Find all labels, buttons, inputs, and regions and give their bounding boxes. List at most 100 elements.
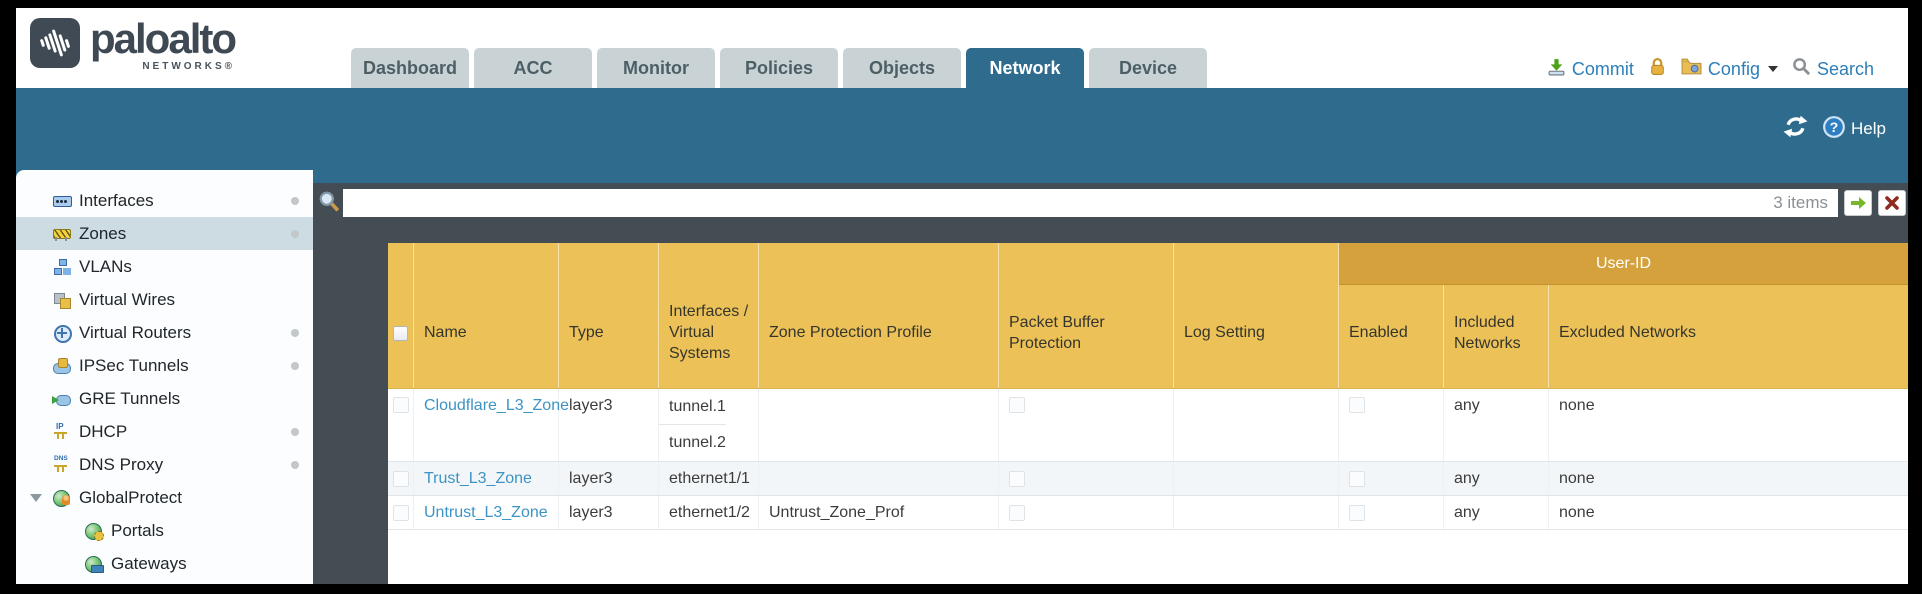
column-header-packet-buffer-protection[interactable]: Packet Buffer Protection [999,243,1174,388]
svg-text:?: ? [1830,119,1839,135]
log-setting [1174,462,1339,495]
tab-monitor[interactable]: Monitor [597,48,715,88]
sidebar-item-globalprotect[interactable]: GlobalProtect [16,481,313,514]
included-networks: any [1444,462,1549,495]
excluded-networks: none [1559,503,1595,521]
search-button[interactable]: Search [1792,57,1874,81]
status-dot [291,197,299,205]
ipsec-tunnels-icon [53,357,71,374]
zone-protection-profile: Untrust_Zone_Prof [759,496,999,529]
select-all-cell [388,243,414,388]
table-row: Cloudflare_L3_Zone layer3 tunnel.1 tunne… [388,389,1908,462]
sidebar-item-zones[interactable]: Zones [16,217,313,250]
row-checkbox[interactable] [392,470,409,487]
column-header-type[interactable]: Type [559,243,659,388]
interface-item: tunnel.1 [659,389,726,425]
item-count-label: 3 items [1773,193,1828,212]
included-networks: any [1444,496,1549,529]
content-pane: 3 items User-ID Name Type Interf [313,183,1908,584]
tab-dashboard[interactable]: Dashboard [351,48,469,88]
config-button[interactable]: Config [1681,57,1778,81]
tab-objects[interactable]: Objects [843,48,961,88]
column-header-excluded-networks[interactable]: Excluded Networks [1559,324,1696,342]
zone-type: layer3 [559,496,659,529]
sidebar-item-virtual-routers[interactable]: Virtual Routers [16,316,313,349]
tab-device[interactable]: Device [1089,48,1207,88]
clear-x-icon [1885,196,1899,210]
brand-subtitle: NETWORKS® [142,61,236,72]
filter-bar: 3 items [315,188,1906,218]
search-icon [1792,57,1811,81]
sidebar-item-dhcp[interactable]: DHCP [16,415,313,448]
sidebar-item-vlans[interactable]: VLANs [16,250,313,283]
zone-type: layer3 [559,462,659,495]
excluded-networks: none [1559,469,1595,487]
green-arrow-icon [1851,197,1866,209]
sidebar-item-ipsec-tunnels[interactable]: IPSec Tunnels [16,349,313,382]
expand-triangle-icon[interactable] [30,494,42,502]
commit-icon [1547,57,1566,81]
zones-icon [53,225,71,242]
commit-button[interactable]: Commit [1547,57,1634,81]
column-header-included-networks[interactable]: Included Networks [1444,243,1549,388]
zone-name-link[interactable]: Untrust_L3_Zone [424,503,548,521]
sidebar-item-portals[interactable]: Portals [16,514,313,547]
user-id-enabled-checkbox[interactable] [1349,470,1365,487]
gre-tunnels-icon [52,390,71,407]
portals-icon [85,522,104,541]
network-sidebar: Interfaces Zones VLANs Virtual Wires Vir… [16,170,313,584]
column-header-enabled[interactable]: Enabled [1339,243,1444,388]
table-header: User-ID Name Type Interfaces / Virtual S… [388,243,1908,389]
row-checkbox[interactable] [392,397,409,413]
status-dot [291,428,299,436]
status-dot [291,230,299,238]
column-header-zone-protection-profile[interactable]: Zone Protection Profile [759,243,999,388]
refresh-button[interactable] [1783,114,1808,144]
user-id-enabled-checkbox[interactable] [1349,397,1365,413]
table-row: Untrust_L3_Zone layer3 ethernet1/2 Untru… [388,496,1908,530]
globalprotect-icon [53,489,71,507]
sidebar-item-gre-tunnels[interactable]: GRE Tunnels [16,382,313,415]
tab-network[interactable]: Network [966,48,1084,88]
help-label: Help [1851,119,1886,138]
filter-input[interactable] [343,189,1838,217]
clear-filter-button[interactable] [1878,190,1906,216]
zone-type: layer3 [559,389,659,461]
zone-interfaces: ethernet1/2 [659,496,759,529]
apply-filter-button[interactable] [1844,190,1872,216]
virtual-wires-icon [53,291,71,309]
refresh-icon [1783,114,1808,144]
zone-protection-profile [759,462,999,495]
column-header-log-setting[interactable]: Log Setting [1174,243,1339,388]
zone-interfaces: ethernet1/1 [659,462,759,495]
sidebar-item-virtual-wires[interactable]: Virtual Wires [16,283,313,316]
interfaces-icon [53,192,72,209]
zone-name-link[interactable]: Trust_L3_Zone [424,469,532,487]
packet-buffer-protection-checkbox[interactable] [1009,504,1025,521]
page-header-band: ? Help [16,88,1908,183]
zone-name-link[interactable]: Cloudflare_L3_Zone [424,397,569,414]
user-id-enabled-checkbox[interactable] [1349,504,1365,521]
sidebar-item-interfaces[interactable]: Interfaces [16,184,313,217]
tab-policies[interactable]: Policies [720,48,838,88]
tab-acc[interactable]: ACC [474,48,592,88]
table-row: Trust_L3_Zone layer3 ethernet1/1 any non… [388,462,1908,496]
select-all-checkbox[interactable] [393,326,408,341]
log-setting [1174,389,1339,461]
row-checkbox[interactable] [392,504,409,521]
packet-buffer-protection-checkbox[interactable] [1009,397,1025,413]
column-header-name[interactable]: Name [414,243,559,388]
lock-button[interactable] [1648,57,1667,81]
vlans-icon [53,258,71,275]
sidebar-item-dns-proxy[interactable]: DNS Proxy [16,448,313,481]
log-setting [1174,496,1339,529]
dns-proxy-icon [53,456,71,473]
packet-buffer-protection-checkbox[interactable] [1009,470,1025,487]
sidebar-item-gateways[interactable]: Gateways [16,547,313,580]
lock-icon [1648,57,1667,81]
zone-interfaces: tunnel.1 tunnel.2 [659,389,759,461]
help-button[interactable]: ? Help [1822,115,1886,144]
column-header-interfaces[interactable]: Interfaces / Virtual Systems [659,243,759,388]
status-dot [291,329,299,337]
top-bar: paloalto NETWORKS® Dashboard ACC Monitor… [16,8,1908,88]
